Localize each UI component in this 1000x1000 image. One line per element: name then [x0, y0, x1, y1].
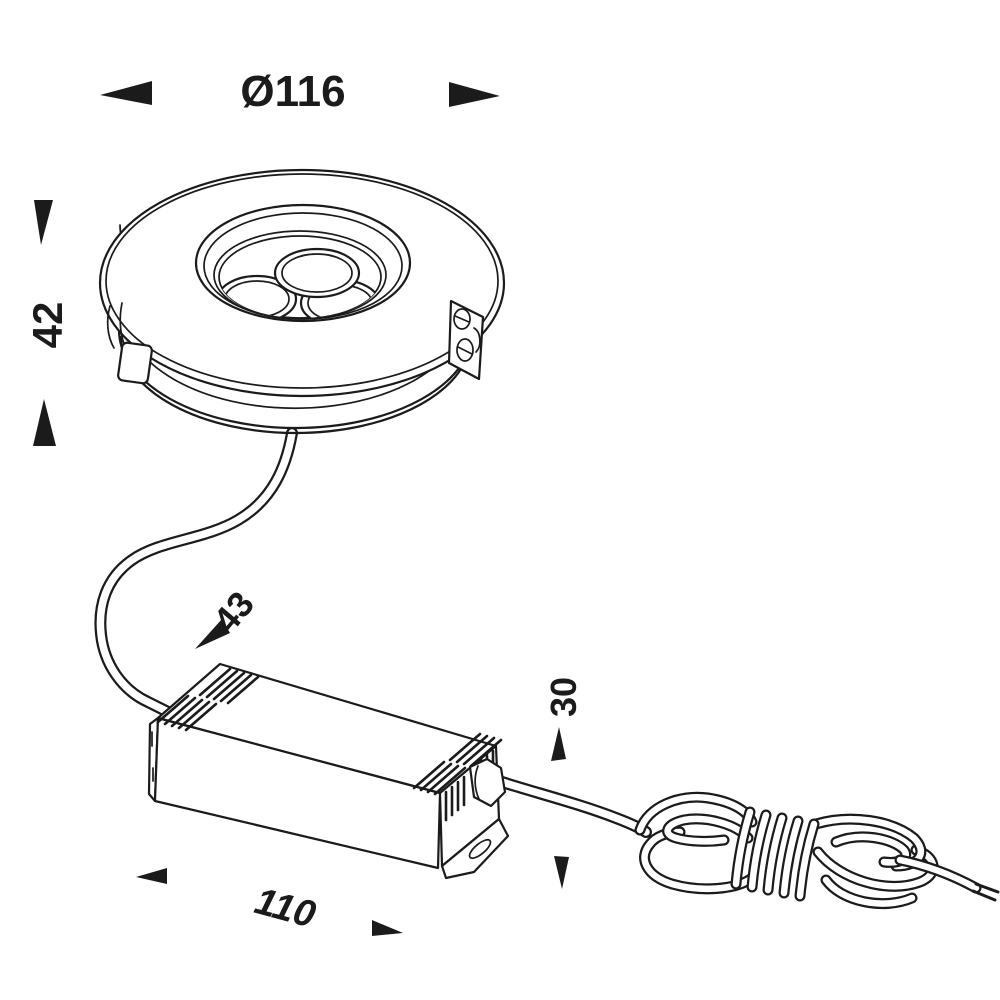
dim-driver-width: 43	[195, 583, 262, 649]
mounting-slot	[468, 838, 492, 860]
cord-coil	[634, 791, 982, 909]
dim-label-height: 42	[24, 302, 71, 349]
dim-arrow-left	[136, 868, 167, 884]
dim-arrow-left	[100, 81, 152, 105]
downlight-flange	[98, 168, 506, 398]
dim-fixture-height: 42	[24, 200, 71, 446]
dim-arrow-right	[449, 82, 500, 107]
dim-fixture-diameter: Ø116	[100, 67, 500, 116]
cooling-fins-top-left	[156, 667, 260, 732]
dim-label-diameter: Ø116	[240, 67, 345, 116]
driver-box	[147, 662, 510, 880]
clip-hook	[473, 327, 481, 353]
dim-label-driver-height: 30	[543, 677, 584, 717]
cooling-fins-top-right	[412, 732, 503, 796]
dim-driver-height: 30	[543, 677, 584, 889]
dim-arrow-leader	[195, 619, 230, 649]
dim-arrow-down	[554, 856, 569, 889]
dim-arrow-down	[33, 399, 56, 446]
mounting-tab	[440, 817, 510, 880]
dim-arrow-right	[372, 920, 403, 936]
cable-gland	[468, 757, 507, 808]
screw-bottom	[456, 338, 474, 362]
recess-opening	[194, 203, 412, 323]
connecting-cable	[94, 427, 298, 721]
coil-wraps	[730, 806, 820, 902]
mounting-bracket-right	[447, 299, 485, 381]
dim-label-driver-length: 110	[250, 880, 319, 936]
dim-arrow-up	[34, 200, 53, 245]
power-cord	[496, 776, 1000, 909]
screw-top	[453, 308, 471, 330]
dim-driver-length: 110	[136, 868, 403, 937]
mounting-clip-left	[106, 302, 153, 385]
led-lens-top	[273, 247, 361, 299]
dim-arrow-up	[551, 727, 566, 761]
bare-wire-tips	[971, 882, 1000, 902]
